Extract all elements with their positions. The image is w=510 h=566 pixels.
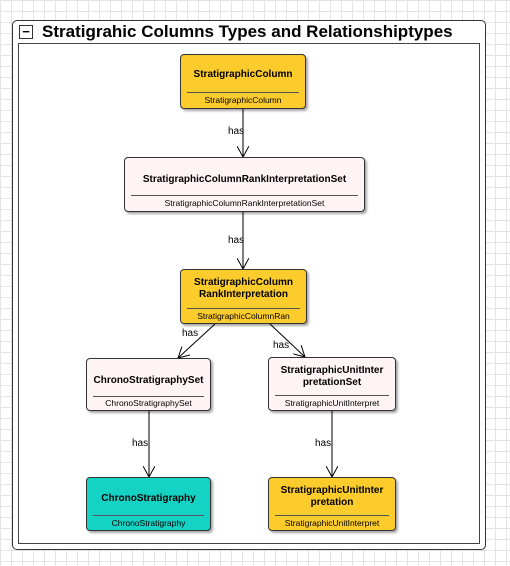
node-stereotype: StratigraphicColumn (204, 95, 282, 105)
collapse-button[interactable]: − (19, 25, 33, 39)
edge-label: has (228, 235, 245, 246)
node-name: StratigraphicUnitInter pretationSet (280, 365, 384, 388)
node-chrono-stratigraphy[interactable]: ChronoStratigraphy ChronoStratigraphy (86, 477, 211, 531)
node-separator (187, 308, 300, 309)
node-name: ChronoStratigraphySet (93, 375, 204, 386)
node-separator (187, 92, 299, 93)
node-chrono-stratigraphy-set[interactable]: ChronoStratigraphySet ChronoStratigraphy… (86, 358, 211, 411)
node-separator (93, 396, 204, 397)
diagram-title: Stratigrahic Columns Types and Relations… (42, 22, 453, 41)
node-rank-interpretation[interactable]: StratigraphicColumn RankInterpretation S… (180, 269, 307, 324)
node-separator (93, 515, 204, 516)
node-name: StratigraphicColumnRankInterpretationSet (142, 174, 347, 185)
node-rank-interpretation-set[interactable]: StratigraphicColumnRankInterpretationSet… (124, 157, 365, 212)
node-unit-interpretation-set[interactable]: StratigraphicUnitInter pretationSet Stra… (268, 357, 396, 411)
node-stereotype: StratigraphicColumnRan (197, 311, 290, 321)
edge-label: has (273, 340, 290, 351)
node-stereotype: ChronoStratigraphySet (105, 398, 192, 408)
edge-label: has (132, 438, 149, 449)
edge-label: has (182, 328, 199, 339)
node-stereotype: ChronoStratigraphy (111, 518, 186, 528)
edge-label: has (228, 126, 245, 137)
node-separator (275, 395, 389, 396)
node-unit-interpretation[interactable]: StratigraphicUnitInter pretation Stratig… (268, 477, 396, 531)
node-stereotype: StratigraphicUnitInterpret (284, 398, 380, 408)
edge-has-4 (269, 323, 305, 357)
node-separator (131, 195, 358, 196)
edge-label: has (315, 438, 332, 449)
node-stereotype: StratigraphicUnitInterpret (284, 518, 380, 528)
node-stereotype: StratigraphicColumnRankInterpretationSet (164, 198, 325, 208)
node-name: StratigraphicColumn (193, 69, 293, 80)
node-separator (275, 515, 389, 516)
node-name: StratigraphicUnitInter pretation (280, 485, 384, 508)
node-name: ChronoStratigraphy (101, 493, 196, 504)
edge-has-3 (178, 323, 216, 358)
node-name: StratigraphicColumn RankInterpretation (194, 277, 293, 300)
node-stratigraphic-column[interactable]: StratigraphicColumn StratigraphicColumn (180, 54, 306, 109)
